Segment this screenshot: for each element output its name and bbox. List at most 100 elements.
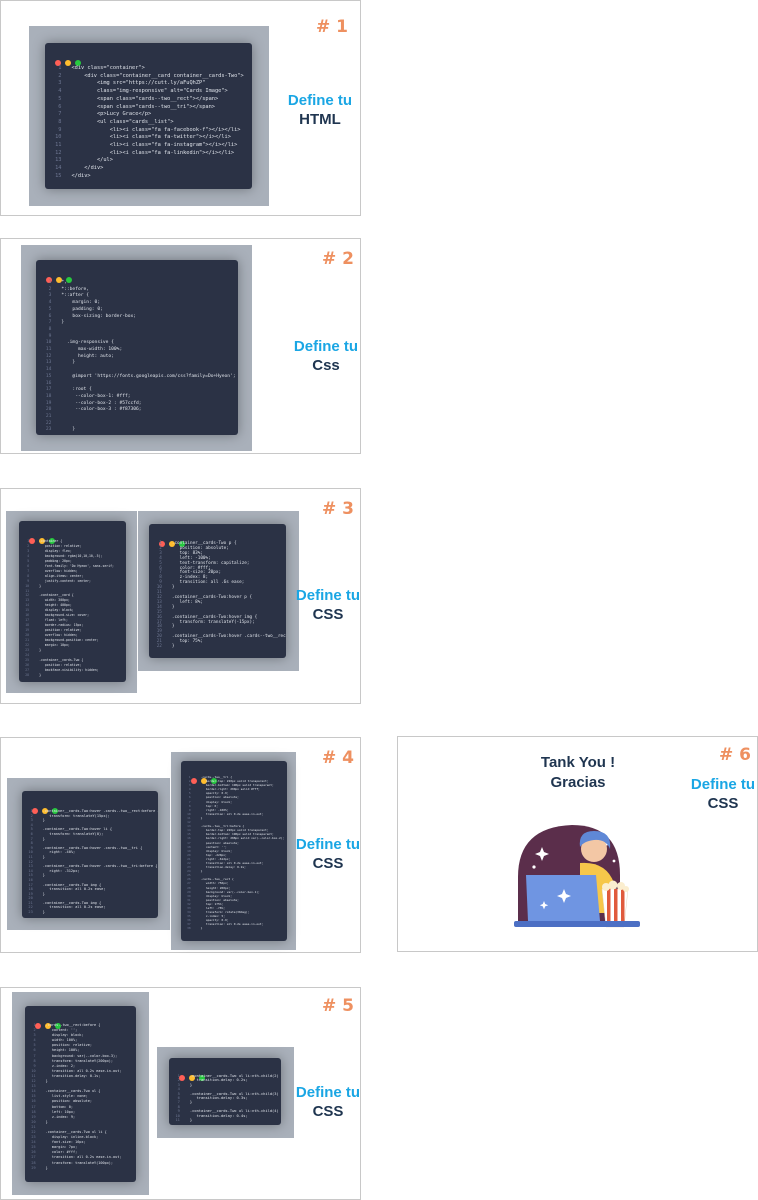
code-line: 23 transition-delay: 0.2s; <box>186 865 284 869</box>
code-line: 13.cards--two__tri:before { <box>186 824 284 828</box>
code-text: left: -100%; <box>171 555 211 561</box>
line-number: 15 <box>55 172 62 179</box>
code-line: 10 <li><i class="fa fa-twitter"></i></li… <box>53 134 244 142</box>
code-text: } <box>61 320 65 326</box>
line-number: 34 <box>187 910 191 915</box>
line-number: 12 <box>31 1079 36 1084</box>
line-number: 5 <box>27 558 30 563</box>
code-line: 6 <span class="cards--two__tri"></span> <box>53 104 244 112</box>
slide-number: # 4 <box>322 748 354 768</box>
line-number: 3 <box>33 1033 36 1038</box>
label-line2: CSS <box>312 855 344 872</box>
code-line: 5 padding: 0; <box>44 307 236 314</box>
line-number: 9 <box>188 807 191 812</box>
code-text: background-position: center; <box>39 638 99 643</box>
code-line: 6 font-family: 'Do Hyeon', sans-serif; <box>24 564 114 569</box>
code-line: 14 height: 400px; <box>24 603 114 608</box>
line-number: 25 <box>31 1145 36 1150</box>
code-line: 1.cards--two__tri { <box>186 775 284 779</box>
line-number: 22 <box>156 644 162 650</box>
code-line: 14 </div> <box>53 165 244 173</box>
code-line: 4 width: 100%; <box>30 1038 121 1043</box>
line-number: 7 <box>30 836 33 841</box>
line-number: 14 <box>156 604 162 610</box>
code-line: 8 <ul class="cards__list"> <box>53 119 244 127</box>
line-number: 8 <box>27 573 30 578</box>
code-text: } <box>42 854 45 859</box>
code-text: margin: 7px; <box>45 1145 78 1150</box>
line-number: 4 <box>159 555 162 561</box>
line-number: 8 <box>30 841 33 846</box>
line-number: 10 <box>187 811 191 816</box>
line-number: 1 <box>58 65 62 71</box>
line-number: 17 <box>28 882 33 887</box>
code-line: 17 transform: translateY(-15px); <box>155 619 286 626</box>
maximize-dot-icon <box>52 808 58 814</box>
code-text: transform: rotate(30deg); <box>200 910 250 915</box>
line-number: 3 <box>30 818 33 823</box>
code-line: 25 <box>186 873 284 877</box>
line-number: 13 <box>55 157 62 164</box>
code-text: .container__cards-Two:hover .cards--two_… <box>42 845 143 850</box>
line-number: 12 <box>156 594 162 600</box>
code-line: 22 <box>44 421 236 428</box>
code-line: 18 content: ''; <box>186 845 284 849</box>
line-number: 4 <box>33 1038 36 1043</box>
line-number: 21 <box>187 856 191 861</box>
line-number: 37 <box>187 922 191 927</box>
code-line: 32 top: 175%; <box>186 902 284 906</box>
line-number: 28 <box>31 1160 36 1165</box>
line-number: 9 <box>58 126 62 133</box>
code-text: transform: translateY(100px); <box>45 1160 114 1165</box>
line-number: 27 <box>187 881 191 886</box>
code-line: 9 justify-content: center; <box>24 579 114 584</box>
line-number: 32 <box>187 901 191 906</box>
code-text: background: var(--color-box-1); <box>200 889 260 894</box>
line-number: 13 <box>28 864 33 869</box>
line-number: 1 <box>177 1074 180 1078</box>
line-number: 4 <box>177 1087 180 1092</box>
code-text: padding: 20px; <box>39 558 72 563</box>
code-text: .container__cards-Two:hover .cards--two_… <box>171 634 286 640</box>
line-number: 31 <box>187 897 191 902</box>
code-text: position: absolute; <box>200 840 239 845</box>
code-line: 14 right: -312px; <box>27 869 158 874</box>
code-line: 25 margin: 7px; <box>30 1145 121 1150</box>
code-block: 1.container {2 position: relative;3 disp… <box>24 539 114 678</box>
code-text: display: block; <box>45 1033 84 1038</box>
code-line: 5 position: relative; <box>30 1043 121 1048</box>
code-text: transform: translateY(-15px); <box>171 619 255 625</box>
code-line: 21 <box>44 414 236 421</box>
line-number: 17 <box>25 618 30 623</box>
line-number: 8 <box>33 1058 36 1063</box>
maximize-dot-icon <box>66 277 72 283</box>
code-line: 8 <box>27 841 158 846</box>
line-number: 20 <box>28 896 33 901</box>
line-number: 10 <box>45 340 52 346</box>
close-dot-icon <box>35 1023 41 1029</box>
code-window: 1<div class="container">2 <div class="co… <box>45 43 252 189</box>
code-block: 1.container__cards-Two p {2 position: ab… <box>155 541 286 650</box>
line-number: 1 <box>188 775 191 779</box>
code-line: 21 top: 75%; <box>155 639 286 645</box>
code-text: background-size: cover; <box>39 613 90 618</box>
code-window-a: 1.cards--two__rect:before {2 content: ''… <box>25 1006 136 1182</box>
code-text: <img src="https://cutt.ly/aFuQhZP" <box>71 80 206 87</box>
code-text: transition: all 0.2s ease-in-out; <box>45 1068 122 1073</box>
code-line: 13 <box>30 1084 121 1089</box>
close-dot-icon <box>46 277 52 283</box>
code-text: *, <box>61 280 67 285</box>
code-line: 18 --color-box-1: #fff; <box>44 394 236 401</box>
code-line: 35 z-index: 5; <box>186 914 284 918</box>
line-number: 21 <box>156 639 162 645</box>
line-number: 17 <box>156 619 162 625</box>
code-block: 1.container__cards-Two ul li:nth-child(2… <box>174 1074 281 1122</box>
code-text: transition: all 0.2s ease-in-out; <box>200 811 264 816</box>
line-number: 28 <box>187 885 191 890</box>
code-text: transition: all .6s ease; <box>171 580 245 586</box>
line-number: 14 <box>55 165 62 172</box>
code-text: backface-visibility: hidden; <box>39 667 99 672</box>
line-number: 11 <box>25 588 30 593</box>
code-text: z-index: 9; <box>45 1114 76 1119</box>
code-line: 5 <span class="cards--two__rect"></span> <box>53 96 244 104</box>
